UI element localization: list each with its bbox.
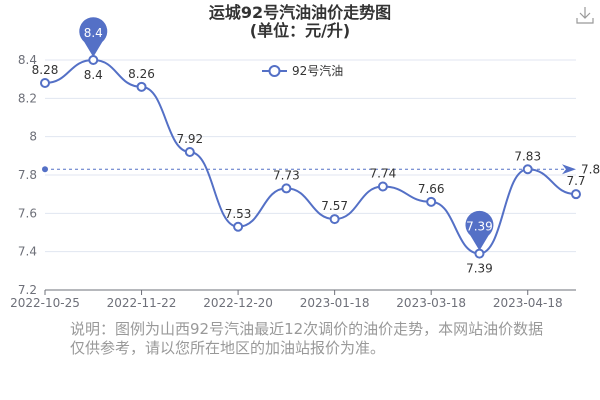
y-tick-label: 7.8 bbox=[18, 168, 37, 182]
data-label: 7.74 bbox=[370, 167, 397, 181]
legend-marker-icon bbox=[268, 65, 281, 77]
y-tick-label: 8 bbox=[29, 130, 37, 144]
chart-title: 运城92号汽油油价走势图 (单位：元/升) bbox=[0, 4, 600, 40]
y-tick-label: 8.4 bbox=[18, 53, 37, 67]
mark-point-pin-max bbox=[79, 17, 108, 57]
mark-point-label-min: 7.39 bbox=[466, 220, 493, 234]
data-point bbox=[281, 183, 292, 194]
data-point bbox=[571, 189, 581, 200]
data-label: 7.7 bbox=[566, 174, 585, 188]
x-tick-label: 2022-12-20 bbox=[203, 296, 273, 310]
data-point bbox=[88, 55, 99, 65]
series-line bbox=[44, 58, 577, 255]
data-point bbox=[184, 147, 195, 157]
data-label: 7.73 bbox=[273, 168, 300, 182]
data-point bbox=[329, 214, 340, 225]
download-icon[interactable] bbox=[576, 6, 594, 24]
data-label: 8.4 bbox=[84, 68, 103, 82]
y-tick-label: 7.2 bbox=[18, 283, 37, 297]
y-tick-label: 8.2 bbox=[18, 91, 37, 105]
data-label: 7.53 bbox=[225, 207, 252, 221]
x-tick-label: 2023-01-18 bbox=[300, 296, 370, 310]
x-tick-label: 2023-04-18 bbox=[493, 296, 563, 310]
chart-note: 说明：图例为山西92号汽油最近12次调价的油价走势，本网站油价数据仅供参考，请以… bbox=[70, 320, 544, 357]
data-point bbox=[40, 78, 50, 88]
subtitle-text: (单位：元/升) bbox=[249, 21, 351, 40]
average-line-arrow bbox=[562, 164, 576, 175]
title-text: 运城92号汽油油价走势图 bbox=[208, 3, 392, 22]
mark-point-pin-min bbox=[465, 210, 494, 251]
data-label: 7.39 bbox=[466, 262, 493, 276]
data-label: 7.92 bbox=[176, 132, 203, 146]
data-label: 7.66 bbox=[418, 182, 445, 196]
average-line-start bbox=[42, 166, 48, 173]
data-label: 8.26 bbox=[128, 67, 155, 81]
data-point bbox=[136, 81, 147, 92]
average-line-label: 7.8 bbox=[581, 162, 600, 176]
data-label: 7.83 bbox=[514, 149, 541, 163]
data-label: 8.28 bbox=[32, 63, 59, 77]
y-tick-label: 7.6 bbox=[18, 206, 37, 220]
data-point bbox=[426, 196, 437, 207]
data-point bbox=[474, 248, 485, 259]
legend-label: 92号汽油 bbox=[292, 63, 343, 78]
data-point bbox=[377, 181, 388, 192]
x-tick-label: 2023-03-18 bbox=[396, 296, 466, 310]
x-tick-label: 2022-11-22 bbox=[107, 296, 177, 310]
mark-point-label-max: 8.4 bbox=[84, 26, 103, 40]
data-point bbox=[522, 164, 533, 175]
data-label: 7.57 bbox=[321, 199, 348, 213]
y-tick-label: 7.4 bbox=[18, 245, 37, 259]
data-point bbox=[233, 221, 244, 232]
x-tick-label: 2022-10-25 bbox=[10, 296, 80, 310]
